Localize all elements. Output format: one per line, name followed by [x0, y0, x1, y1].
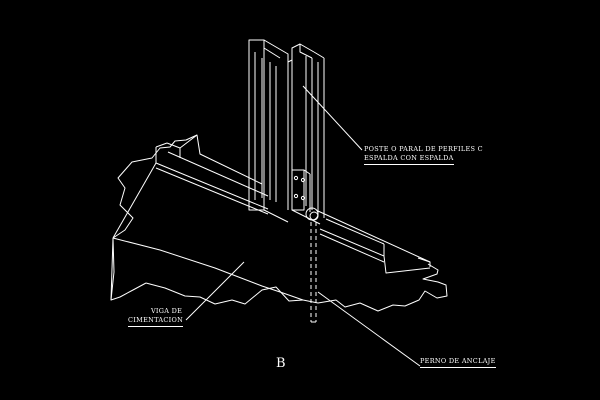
label-viga-line2: CIMENTACION [128, 316, 184, 327]
clip-bolt-4 [300, 195, 306, 201]
label-poste-line2: ESPALDA CON ESPALDA [364, 154, 454, 165]
channel-back-flange [179, 134, 263, 185]
clip-bolt-2 [300, 177, 306, 183]
anchor-nut [309, 211, 319, 221]
clip-bolt-3 [293, 193, 299, 199]
channel-front-flange-right [319, 228, 431, 274]
label-viga: VIGA DE CIMENTACION [128, 307, 184, 327]
leader-viga [185, 261, 245, 321]
foundation-front-top [112, 237, 304, 301]
leader-perno [317, 291, 421, 367]
anchor-clip [291, 169, 319, 221]
stud-top [249, 39, 289, 62]
foundation-left-break [112, 134, 198, 239]
anchor-washer [305, 207, 319, 221]
foundation-front-break [302, 263, 448, 312]
anchor-bolt [310, 222, 317, 323]
leaders [185, 85, 421, 367]
channel-inner-right [325, 218, 385, 245]
sill-channel [112, 134, 431, 274]
label-poste-line1: POSTE O PARAL DE PERFILES C [364, 145, 483, 153]
channel-bottom-left [155, 167, 269, 215]
clip-plate-edge [303, 169, 311, 175]
stud-top-right-2 [299, 44, 313, 59]
label-perno: PERNO DE ANCLAJE [420, 357, 496, 368]
foundation-left-face [110, 237, 147, 301]
clip-plate [291, 169, 305, 211]
channel-inner-1 [166, 142, 181, 149]
view-letter: B [276, 356, 286, 371]
stud-back-top [313, 51, 325, 59]
stud-post [248, 39, 325, 225]
label-poste: POSTE O PARAL DE PERFILES C ESPALDA CON … [364, 145, 483, 165]
channel-front-flange [155, 147, 269, 210]
label-perno-text: PERNO DE ANCLAJE [420, 357, 496, 368]
stud-base-1 [263, 209, 289, 223]
channel-back-flange-right [317, 210, 431, 267]
stud-top-right [287, 43, 315, 63]
stud-base-2 [291, 209, 321, 225]
label-viga-line1: VIGA DE [150, 307, 183, 315]
foundation-bottom-break [145, 282, 304, 305]
channel-front-top [155, 142, 168, 148]
foundation-beam [110, 134, 448, 312]
leader-poste [302, 85, 363, 151]
channel-web-bottom [112, 162, 157, 239]
foundation-front-edge-2 [110, 237, 114, 301]
channel-bottom-right [319, 233, 385, 263]
channel-lip-right [417, 257, 431, 263]
clip-bolt-1 [293, 175, 299, 181]
channel-inner-2 [167, 151, 269, 197]
stud-top-2 [263, 40, 281, 59]
